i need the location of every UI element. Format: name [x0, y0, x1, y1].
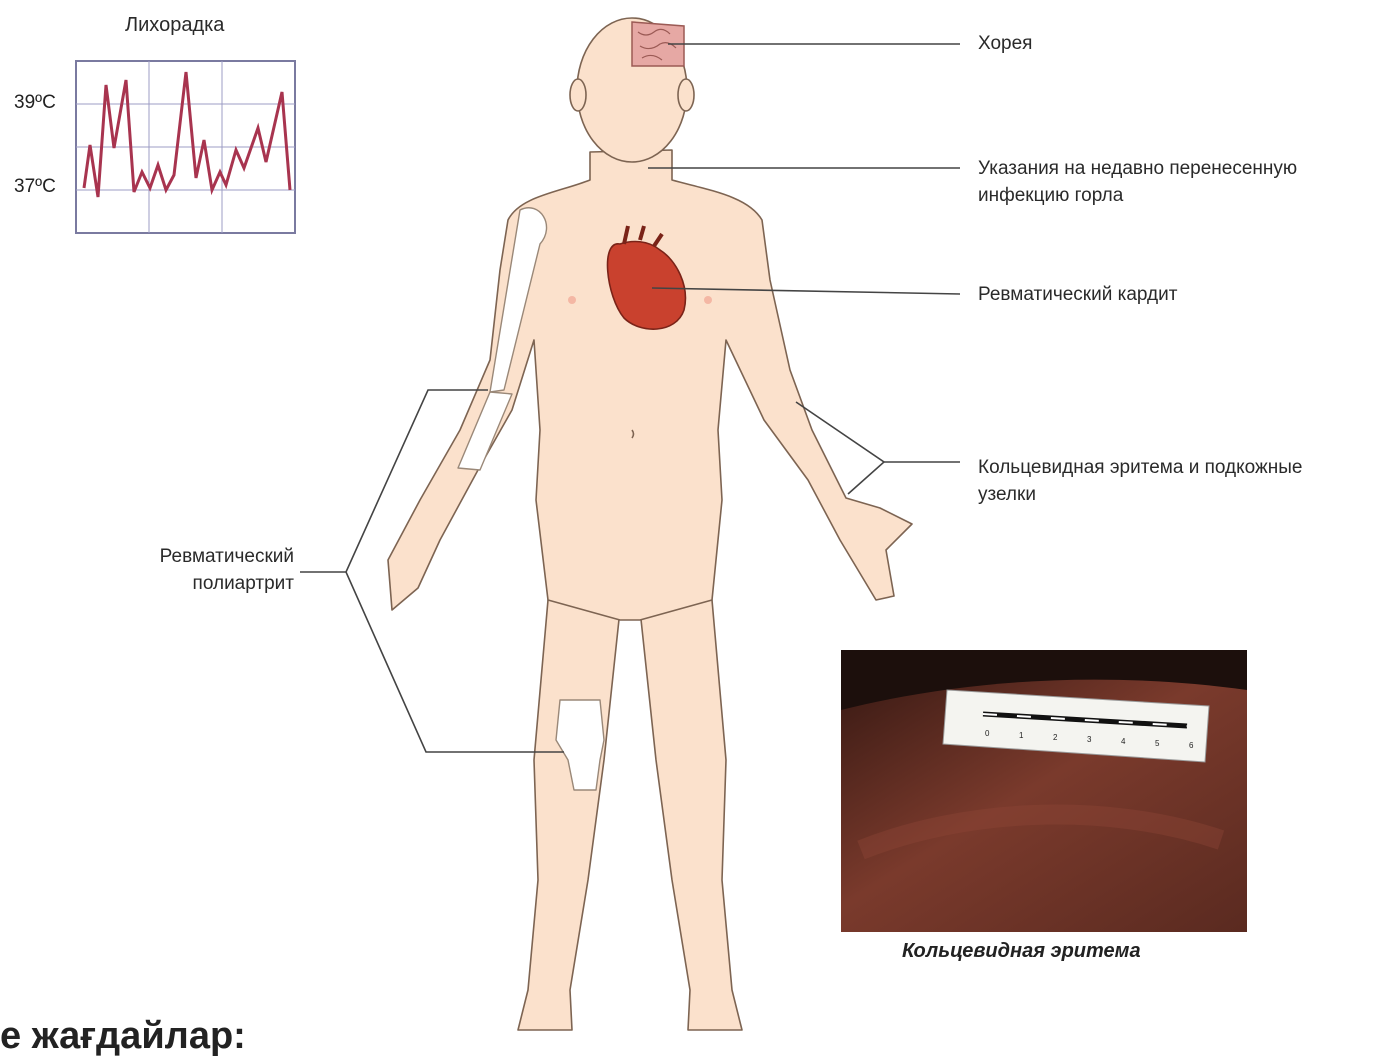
label-carditis: Ревматический кардит [978, 282, 1396, 308]
ruler-tick-label: 2 [1053, 733, 1058, 742]
label-polyarthritis-1: Ревматический [118, 544, 294, 570]
label-erythema-2: узелки [978, 482, 1396, 508]
ruler-tick-label: 3 [1087, 735, 1092, 744]
label-erythema-1: Кольцевидная эритема и подкожные [978, 455, 1396, 481]
ruler-tick-label: 6 [1189, 741, 1194, 750]
human-figure [388, 18, 912, 1030]
label-throat-infection-2: инфекцию горла [978, 183, 1396, 209]
torso [388, 150, 912, 620]
ruler-tick-label: 4 [1121, 737, 1126, 746]
ruler-tick-label: 5 [1155, 739, 1160, 748]
ruler-tick-label: 0 [985, 729, 990, 738]
fever-chart [76, 61, 295, 233]
label-chorea: Хорея [978, 31, 1396, 57]
erythema-photo: 0 1 2 3 4 5 6 [841, 650, 1247, 932]
right-leg [640, 600, 742, 1030]
label-polyarthritis-2: полиартрит [118, 571, 294, 597]
photo-caption: Кольцевидная эритема [902, 940, 1141, 963]
tick-39: 39ºC [14, 92, 56, 114]
bottom-heading: е жағдайлар: [0, 1012, 246, 1060]
fever-chart-title: Лихорадка [125, 12, 224, 38]
label-throat-infection-1: Указания на недавно перенесенную [978, 156, 1396, 182]
left-leg [518, 600, 620, 1030]
tick-37: 37ºC [14, 176, 56, 198]
ruler-tick-label: 1 [1019, 731, 1024, 740]
